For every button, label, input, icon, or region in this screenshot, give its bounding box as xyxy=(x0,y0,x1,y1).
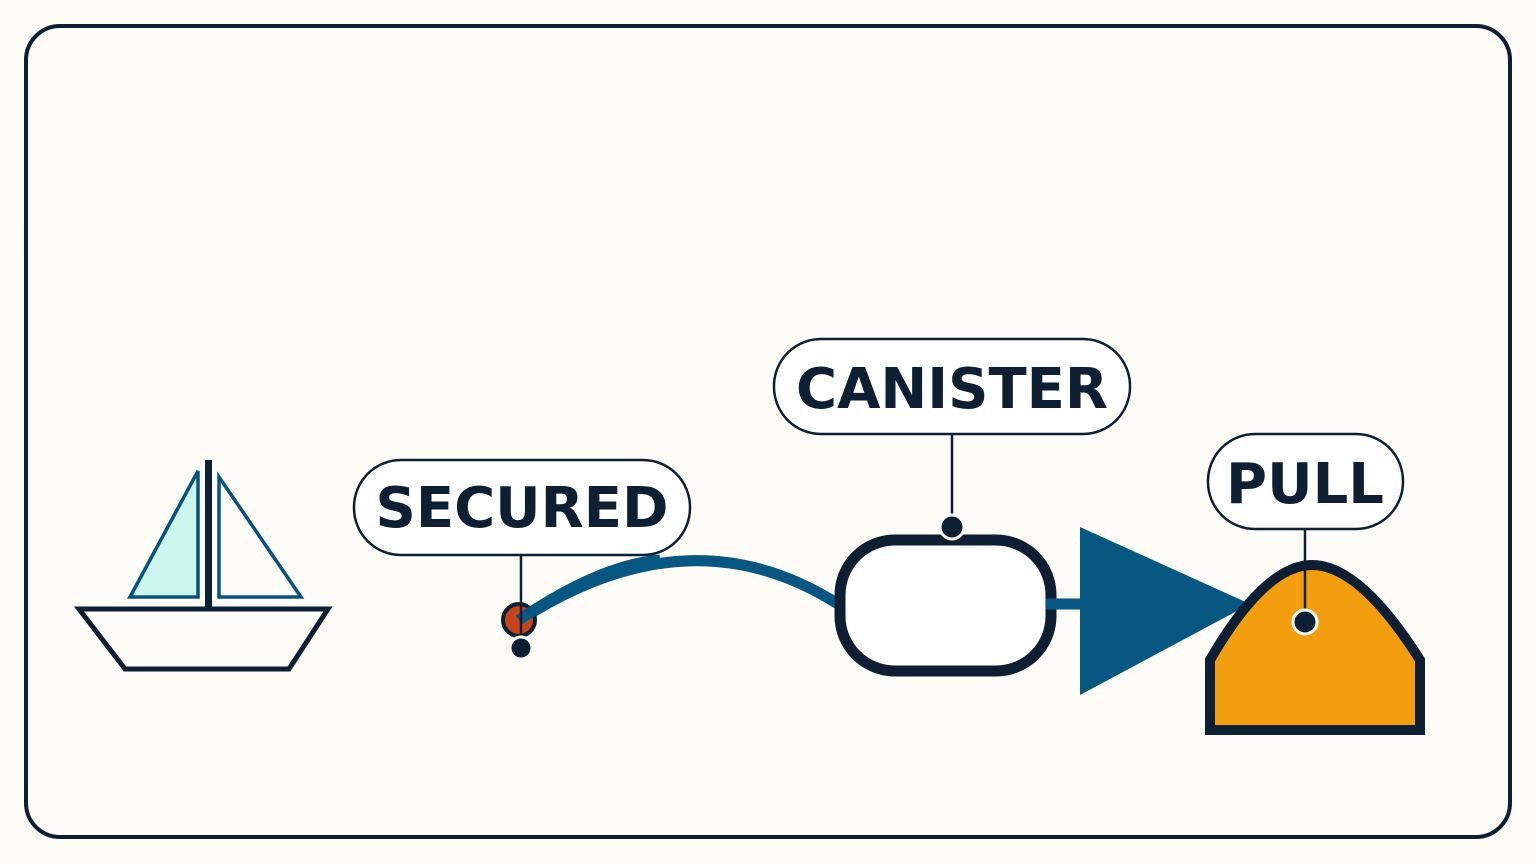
hull xyxy=(73,606,333,672)
secured-knot xyxy=(501,554,661,638)
canister-label-box xyxy=(772,337,1132,436)
sail-left xyxy=(127,470,200,599)
pull-callout: PULL xyxy=(1206,432,1405,636)
pull-handle-icon xyxy=(1205,559,1425,735)
sail-right xyxy=(217,471,305,599)
canister-shape xyxy=(834,534,1057,677)
canister-callout: CANISTER xyxy=(772,337,1132,541)
arrowhead-icon xyxy=(1080,527,1250,695)
pull-label: PULL xyxy=(1226,452,1384,517)
canister-label: CANISTER xyxy=(796,357,1108,422)
pull-anchor-dot xyxy=(1291,608,1319,636)
pull-label-box xyxy=(1206,432,1405,531)
secured-anchor-dot xyxy=(508,635,534,661)
secured-label: SECURED xyxy=(375,476,668,541)
sailboat-icon xyxy=(73,460,333,672)
secured-callout: SECURED xyxy=(352,458,692,661)
secured-label-box xyxy=(352,458,692,557)
canister-anchor-dot xyxy=(938,513,966,541)
